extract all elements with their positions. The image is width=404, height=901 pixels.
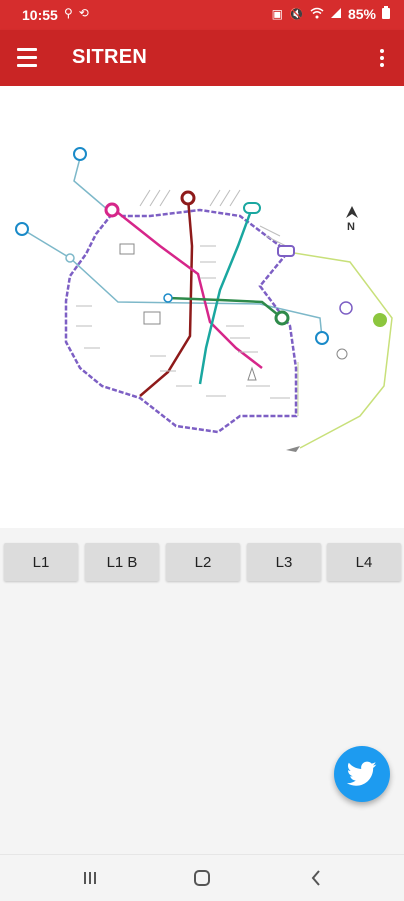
save-icon: ▣ [271,7,284,21]
north-label: N [347,221,355,233]
recents-icon[interactable] [70,863,110,893]
line-button-l1b[interactable]: L1 B [85,543,159,581]
metro-map[interactable]: N [0,86,404,528]
battery-icon [382,6,390,22]
line-button-l3[interactable]: L3 [247,543,321,581]
line-button-l1[interactable]: L1 [4,543,78,581]
app-title: SITREN [72,46,148,68]
metro-map-svg: N [15,147,393,452]
status-right-icons: ▣ 🔇 85% [272,6,390,22]
twitter-icon [347,761,377,786]
north-arrow-icon [346,206,358,218]
status-left-icons: ⚲ ⟲ [64,6,89,20]
signal-icon [330,7,342,22]
hamburger-menu-icon[interactable] [14,43,44,73]
twitter-fab-button[interactable] [334,746,390,802]
line-button-l4[interactable]: L4 [327,543,401,581]
battery-percentage: 85% [347,6,376,22]
mute-icon: 🔇 [289,7,304,21]
app-bar: SITREN [0,30,404,86]
back-icon[interactable] [296,863,336,893]
status-bar: 10:55 ⚲ ⟲ ▣ 🔇 85% [0,0,404,30]
line-selector: L1 L1 B L2 L3 L4 [0,543,404,581]
system-nav-bar [0,854,404,901]
sync-icon: ⟲ [78,6,89,20]
status-time: 10:55 [22,7,58,23]
line-button-l2[interactable]: L2 [166,543,240,581]
wifi-icon [310,7,324,22]
more-vert-icon[interactable] [372,46,392,70]
usb-icon: ⚲ [64,6,73,20]
home-icon[interactable] [182,863,222,893]
